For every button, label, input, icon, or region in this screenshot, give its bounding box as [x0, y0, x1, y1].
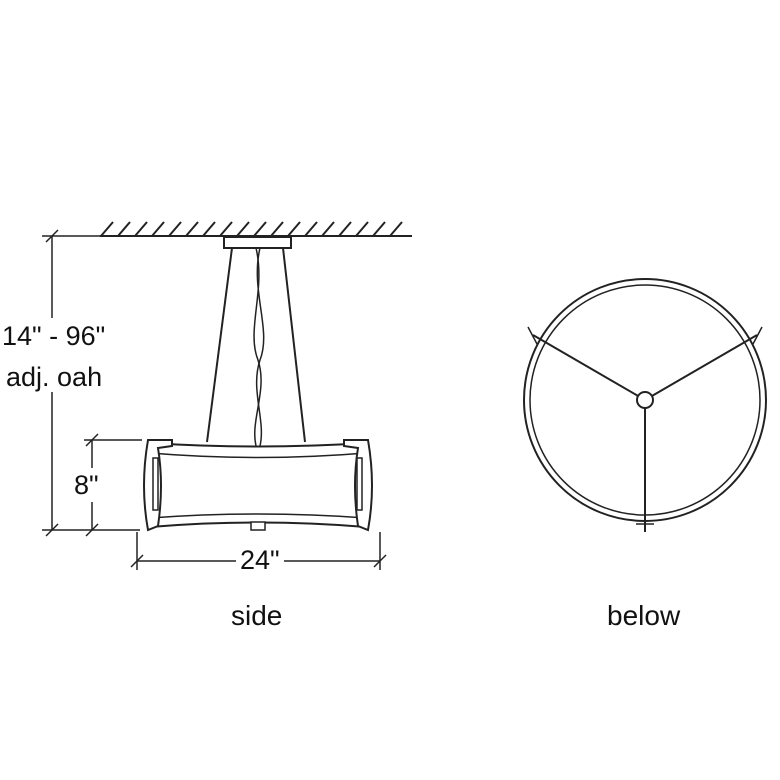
oah-tick-top	[45, 229, 59, 243]
stem-right	[282, 247, 306, 443]
hatch-mark	[287, 221, 301, 237]
hatch-mark	[253, 221, 267, 237]
side-view	[143, 236, 373, 532]
width-tick-left	[130, 554, 144, 568]
hatch-mark	[202, 221, 216, 237]
shade-bottom-inner	[149, 513, 367, 519]
hatch-mark	[117, 221, 131, 237]
overall-height-note: adj. oah	[6, 362, 103, 392]
ceiling	[100, 221, 412, 237]
shade-height-label: 8"	[74, 470, 99, 500]
width-label: 24"	[236, 547, 284, 574]
hatch-mark	[304, 221, 318, 237]
overall-height-label: 14" - 96"	[2, 321, 106, 351]
hatch-mark	[270, 221, 284, 237]
arm-upper-right-tab	[752, 326, 763, 345]
hatch-mark	[389, 221, 403, 237]
hatch-mark	[185, 221, 199, 237]
finial	[250, 521, 266, 531]
cord-a	[253, 247, 262, 447]
arm-left-slot	[152, 457, 159, 511]
cord-b	[255, 247, 265, 447]
below-view	[523, 278, 767, 532]
hatch-mark	[100, 221, 114, 237]
center-hub	[636, 391, 654, 409]
hatch-mark	[355, 221, 369, 237]
hatch-mark	[134, 221, 148, 237]
hatch-mark	[151, 221, 165, 237]
hatch-mark	[168, 221, 182, 237]
shade-top-inner	[149, 452, 367, 459]
oah-tick-bottom	[45, 523, 59, 537]
arm-upper-right	[644, 334, 758, 401]
ceiling-hatching	[100, 221, 403, 237]
arm-right-slot	[356, 457, 363, 511]
hatch-mark	[372, 221, 386, 237]
hatch-mark	[219, 221, 233, 237]
hatch-mark	[236, 221, 250, 237]
side-view-label: side	[231, 600, 283, 631]
arm-upper-left	[532, 334, 646, 401]
shade-tick-top	[85, 433, 99, 447]
hatch-mark	[321, 221, 335, 237]
canopy	[223, 236, 292, 249]
arm-upper-left-tab	[527, 326, 538, 345]
shade-tick-bottom	[85, 523, 99, 537]
below-view-label: below	[607, 600, 681, 631]
width-tick-right	[373, 554, 387, 568]
hatch-mark	[338, 221, 352, 237]
stem-left	[206, 247, 233, 443]
